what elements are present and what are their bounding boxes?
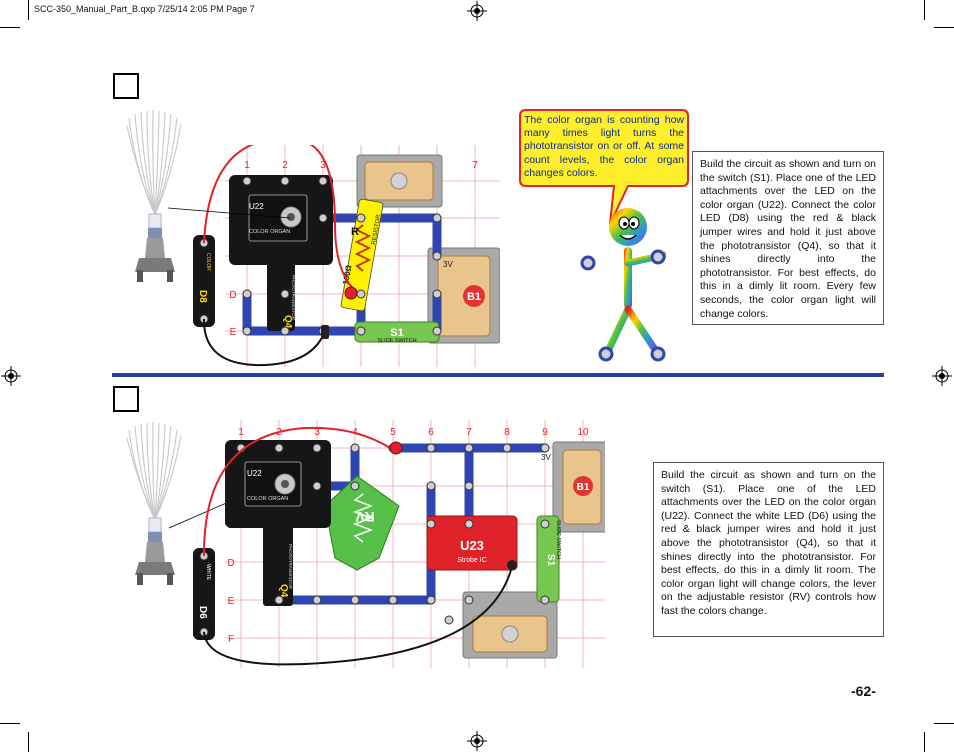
crop-mark [924,732,925,752]
project-number-box [113,73,139,99]
grid-column-label: 5 [390,427,396,438]
page-number: -62- [851,683,876,699]
project-2-description: Build the circuit as shown and turn on t… [653,462,884,637]
circuit-diagram-2: 1 2 3 4 5 6 7 8 9 10 A B C D E F B1 3V R… [193,420,605,668]
grid-column-label: 10 [577,427,589,438]
switch-label: S1 [390,327,403,339]
bubble-text: The color organ is counting how many tim… [524,114,684,179]
crop-mark [0,27,20,28]
u22-label: U22 [249,202,264,211]
fiber-optic-attachment-illustration [126,110,182,282]
crop-mark [28,0,29,20]
q4-label: Q4 [278,584,289,598]
crop-mark [0,723,20,724]
crop-mark [924,0,925,20]
registration-mark-icon [1,366,21,386]
grid-row-label: D [229,290,236,301]
d6-tag: WHITE [205,564,211,581]
u22-label: U22 [247,469,262,478]
grid-column-label: 9 [542,427,548,438]
grid-column-label: 1 [238,427,244,438]
crop-mark [934,27,954,28]
rv-label: RV [355,509,375,525]
speech-bubble [519,109,689,225]
b1-label: B1 [467,291,481,303]
switch-tag: SLIDE SWITCH [377,338,416,344]
grid-column-label: 1 [244,160,250,171]
strobe-ic-label: Strobe IC [457,557,487,564]
d8-label: D8 [197,290,208,303]
switch-tag: SLIDE SWITCH [555,520,561,559]
switch-label: S1 [545,554,556,567]
crop-mark [28,732,29,752]
registration-mark-icon [467,731,487,751]
grid-column-label: 6 [428,427,434,438]
d8-tag: COLOR [205,253,211,271]
b1-label: B1 [577,482,590,493]
resistor-tag: RESISTOR [371,214,382,246]
resistor-label: R [351,226,359,238]
resistor-value-label: 100Ω [341,264,353,286]
leader-line [167,207,291,219]
grid-column-label: 2 [282,160,288,171]
project-1-description: Build the circuit as shown and turn on t… [692,151,884,325]
q4-label: Q4 [282,315,293,329]
project-number-box [113,386,139,412]
grid-row-label: E [230,327,237,338]
q4-tag: PHOTOTRANSISTOR [288,544,293,590]
fiber-optic-attachment-illustration [126,422,182,585]
q4-tag: PHOTOTRANSISTOR [291,275,296,321]
section-divider [112,373,884,377]
registration-mark-icon [932,366,952,386]
battery-voltage-label: 3V [443,260,453,269]
file-slug: SCC-350_Manual_Part_B.qxp 7/25/14 2:05 P… [34,4,255,14]
mascot-character-illustration [580,208,666,362]
circuit-diagram-1: 1 2 3 7 A B C D E B1 3V R 100Ω RESISTOR … [193,145,500,367]
color-organ-label: COLOR ORGAN [249,229,290,235]
grid-column-label: 3 [314,427,320,438]
d6-label: D6 [197,606,208,619]
crop-mark [934,723,954,724]
grid-row-label: D [227,558,234,569]
battery-voltage-label: 3V [541,453,551,462]
grid-column-label: 8 [504,427,510,438]
grid-row-label: E [228,596,235,607]
registration-mark-icon [467,1,487,21]
grid-column-label: 3 [320,160,326,171]
grid-column-label: 7 [466,427,472,438]
color-organ-label: COLOR ORGAN [247,496,288,502]
grid-row-label: F [228,634,234,645]
u23-label: U23 [460,538,484,553]
grid-column-label: 7 [472,160,478,171]
